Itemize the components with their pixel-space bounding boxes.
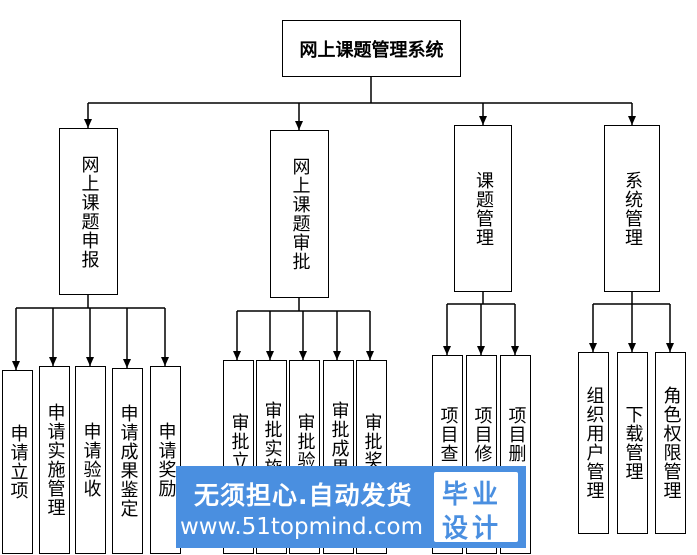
module-label-1: 网上课题申报	[78, 154, 100, 269]
root-label: 网上课题管理系统	[299, 39, 444, 61]
watermark-line1: 无须担心.自动发货	[194, 481, 413, 510]
watermark-url: www.51topmind.com	[180, 514, 423, 540]
watermark-badge: 毕业 设计	[434, 472, 518, 544]
module-node-3: 课题管理	[454, 125, 512, 292]
leaf-node: 申请验收	[75, 366, 106, 554]
leaf-label: 申请奖励	[155, 422, 177, 498]
module-node-2: 网上课题审批	[270, 130, 329, 298]
leaf-node: 组织用户管理	[578, 352, 609, 534]
leaf-label: 申请实施管理	[44, 403, 66, 517]
leaf-node: 角色权限管理	[655, 352, 686, 534]
leaf-label: 下载管理	[622, 405, 644, 481]
module-node-4: 系统管理	[604, 125, 660, 292]
leaf-label: 审批成果	[328, 401, 350, 477]
leaf-label: 角色权限管理	[660, 386, 682, 500]
leaf-node: 申请立项	[2, 370, 33, 554]
leaf-label: 申请成果鉴定	[117, 404, 139, 518]
leaf-label: 项目修	[471, 406, 493, 463]
leaf-node: 下载管理	[617, 352, 648, 534]
module-label-2: 网上课题审批	[289, 157, 311, 271]
leaf-label: 项目查	[437, 406, 459, 463]
module-node-1: 网上课题申报	[59, 128, 118, 295]
leaf-label: 申请验收	[80, 422, 102, 498]
leaf-node: 申请成果鉴定	[112, 368, 143, 554]
module-label-4: 系统管理	[622, 170, 643, 247]
leaf-node: 申请奖励	[150, 366, 181, 554]
module-label-3: 课题管理	[473, 170, 494, 247]
root-node: 网上课题管理系统	[282, 20, 461, 77]
badge-line1: 毕业	[442, 480, 503, 510]
leaf-label: 审批验	[294, 413, 316, 470]
leaf-label: 审批实施	[261, 401, 283, 477]
leaf-label: 审批奖	[361, 413, 383, 470]
leaf-label: 项目删	[505, 406, 527, 463]
badge-line2: 设计	[442, 514, 503, 544]
watermark-text-block: 无须担心.自动发货 www.51topmind.com	[176, 466, 434, 548]
leaf-label: 申请立项	[7, 424, 29, 500]
leaf-label: 审批立	[228, 413, 250, 470]
leaf-node: 申请实施管理	[39, 366, 70, 554]
leaf-label: 组织用户管理	[583, 386, 605, 500]
